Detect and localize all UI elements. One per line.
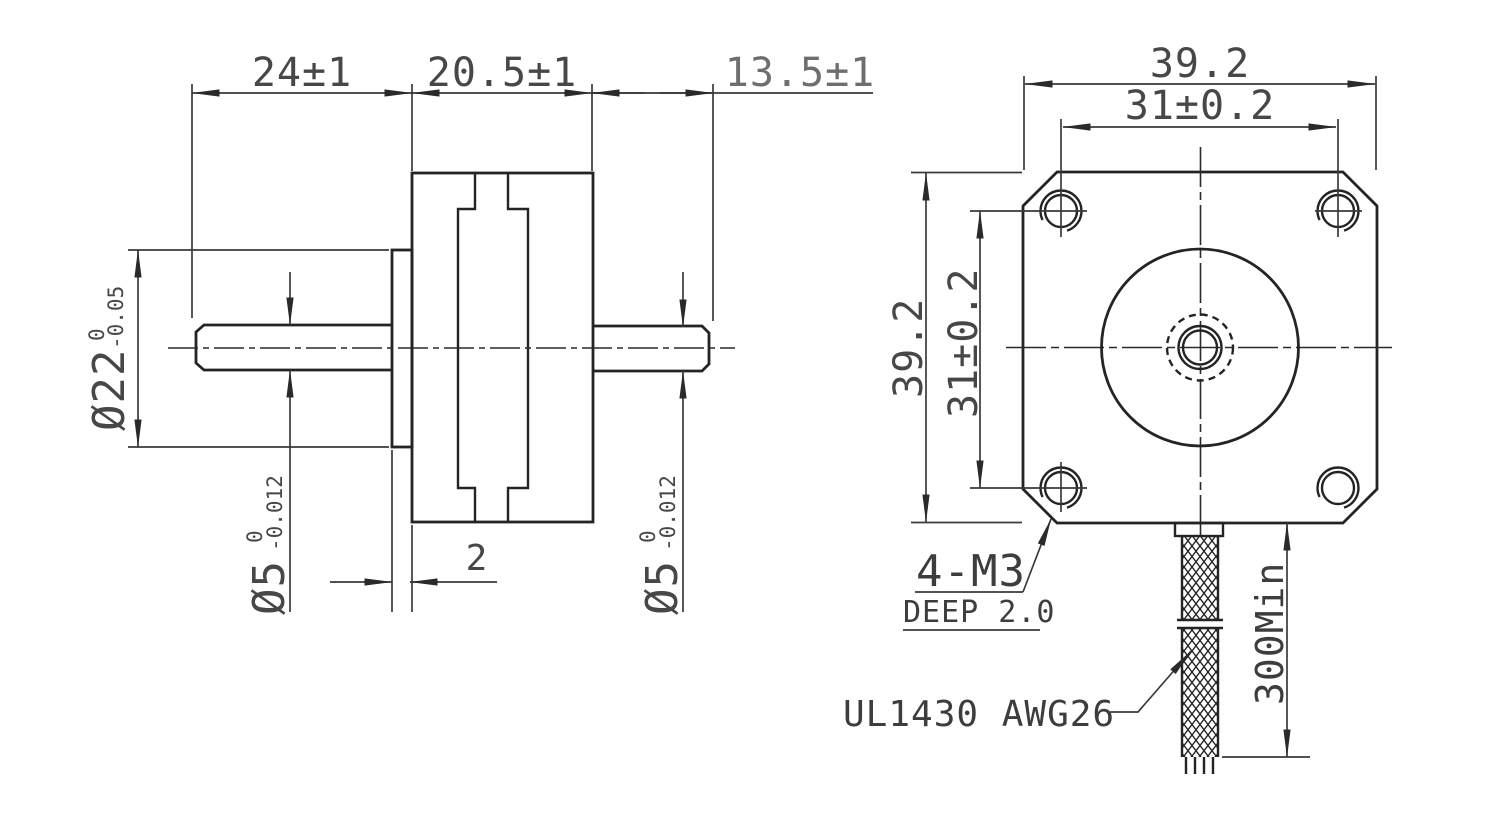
front-shaft-tolerance-upper: 0 <box>243 530 267 543</box>
dim-pilot-thickness-label: 2 <box>466 538 489 579</box>
mounting-holes-note-line2: DEEP 2.0 <box>903 595 1056 630</box>
dim-pilot-diameter: Ø22 0 -0.05 <box>84 249 389 448</box>
shaft-circle <box>1177 324 1223 371</box>
cable-spec-label: UL1430 AWG26 <box>843 694 1115 735</box>
front-left-dimensions: 39.2 31±0.2 <box>886 171 1022 524</box>
cable-braid-lower <box>1182 628 1218 757</box>
top-dimensions: 24±1 20.5±1 13.5±1 <box>191 50 876 321</box>
cable-lead-wires <box>1184 757 1215 774</box>
cable-strain-relief <box>1173 521 1225 538</box>
pilot-tolerance-lower: -0.05 <box>104 286 128 349</box>
mounting-hole-bottom-right <box>1320 470 1356 506</box>
leader-line <box>1110 650 1192 713</box>
thread-arc <box>1316 466 1360 510</box>
hidden-bearing-circle <box>1165 313 1235 382</box>
shaft-chamfer-circle <box>1181 329 1219 366</box>
cable-braid-edges <box>1180 536 1220 757</box>
pilot-tolerance-upper: 0 <box>85 328 109 341</box>
pilot-boss-circle <box>1100 247 1300 448</box>
dim-rear-shaft-length: 13.5±1 <box>725 50 876 96</box>
front-top-dimensions: 39.2 31±0.2 <box>1023 41 1377 170</box>
cable-braid-upper <box>1182 536 1218 620</box>
rear-shaft-tolerance-lower: -0.012 <box>656 475 680 551</box>
mounting-holes-note-line1: 4-M3 <box>916 546 1026 597</box>
dim-cable-length-label: 300Min <box>1248 562 1292 705</box>
dim-pilot-diameter-label: Ø22 <box>84 349 135 431</box>
mounting-plate-outline <box>1021 170 1379 525</box>
dim-pilot-thickness: 2 <box>330 450 497 612</box>
dim-front-shaft-diameter-label: Ø5 <box>244 560 295 615</box>
front-view: 39.2 31±0.2 39.2 31±0.2 4-M3 DEEP 2.0 <box>843 41 1392 774</box>
dim-body-length: 20.5±1 <box>427 50 578 96</box>
rear-shaft-tolerance-upper: 0 <box>636 530 660 543</box>
mounting-holes <box>970 119 1362 512</box>
dim-cable-length: 300Min <box>1222 522 1310 758</box>
cable <box>1173 521 1225 774</box>
front-shaft-tolerance-lower: -0.012 <box>263 475 287 551</box>
dim-hole-spacing-horizontal: 31±0.2 <box>1125 83 1276 129</box>
side-view: 24±1 20.5±1 13.5±1 Ø22 0 -0.05 Ø5 0 -0.0… <box>84 50 876 615</box>
dim-hole-spacing-vertical: 31±0.2 <box>941 268 987 419</box>
cable-spec-note: UL1430 AWG26 <box>843 650 1192 735</box>
dim-overall-width: 39.2 <box>1150 41 1250 87</box>
leader-line <box>1022 518 1052 593</box>
dim-rear-shaft-diameter: Ø5 0 -0.012 <box>636 272 688 615</box>
mounting-holes-note: 4-M3 DEEP 2.0 <box>903 518 1056 631</box>
dim-front-shaft-length: 24±1 <box>252 50 352 96</box>
dim-overall-height: 39.2 <box>886 298 932 398</box>
dim-front-shaft-diameter: Ø5 0 -0.012 <box>243 272 295 615</box>
dim-rear-shaft-diameter-label: Ø5 <box>637 560 688 615</box>
